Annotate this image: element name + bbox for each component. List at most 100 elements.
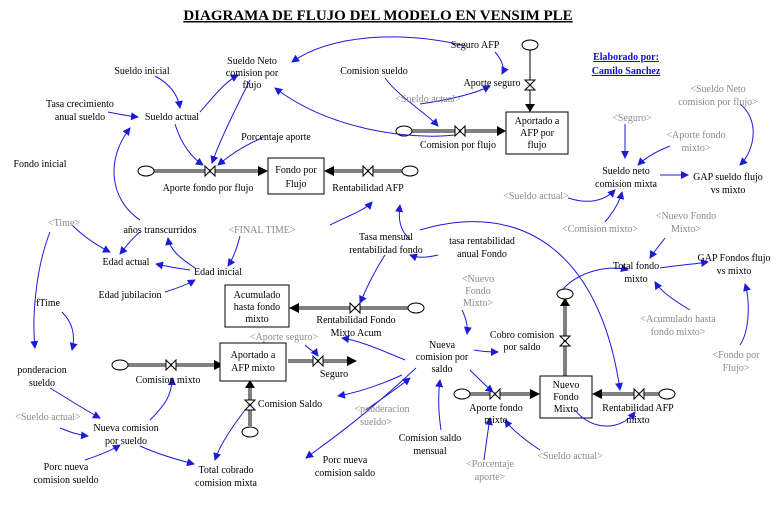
var-nueva-comision-saldo-2[interactable]: comision por xyxy=(416,352,469,363)
shadow-time[interactable]: <Time> xyxy=(48,218,80,229)
var-ponderacion-sueldo-2[interactable]: sueldo xyxy=(29,378,55,389)
shadow-aporte-fondo-mixto-2[interactable]: mixto> xyxy=(682,143,711,154)
stock-fondo-por-flujo[interactable]: Fondo por Flujo xyxy=(267,157,325,195)
var-fondo-inicial[interactable]: Fondo inicial xyxy=(13,159,66,170)
var-tasa-anual-2[interactable]: anual Fondo xyxy=(457,249,507,260)
flow-rentabilidad-fondo-mixto-1[interactable]: Rentabilidad Fondo xyxy=(316,315,395,326)
var-tasa-crecimiento-1[interactable]: Tasa crecimiento xyxy=(46,99,114,110)
var-gap-fondos-2[interactable]: vs mixto xyxy=(717,266,752,277)
var-sueldo-neto-flujo-2[interactable]: comision por xyxy=(226,68,279,79)
var-porcentaje-aporte[interactable]: Porcentaje aporte xyxy=(241,132,311,143)
var-porc-nueva-comision-saldo-1[interactable]: Porc nueva xyxy=(323,455,368,466)
stock-acumulado-fondo-mixto[interactable]: Acumulado hasta fondo mixto xyxy=(224,284,290,328)
var-nueva-comision-saldo-1[interactable]: Nueva xyxy=(429,340,456,351)
var-edad-actual[interactable]: Edad actual xyxy=(103,257,150,268)
stock-label: Nuevo xyxy=(553,380,580,391)
stock-label: AFP mixto xyxy=(231,363,275,374)
shadow-fondo-por-flujo-1[interactable]: <Fondo por xyxy=(712,350,760,361)
shadow-sueldo-actual-1[interactable]: <Sueldo actual> xyxy=(395,94,461,105)
stock-label: Acumulado xyxy=(234,290,281,301)
var-porc-nueva-comision-sueldo-2[interactable]: comision sueldo xyxy=(33,475,98,486)
shadow-ponderacion-sueldo-1[interactable]: <ponderacion xyxy=(354,404,409,415)
flow-comision-saldo[interactable]: Comision Saldo xyxy=(258,399,322,410)
shadow-nuevo-fondo-mixto-2[interactable]: Fondo xyxy=(465,286,491,297)
stock-nuevo-fondo-mixto[interactable]: Nuevo Fondo Mixto xyxy=(539,375,593,419)
var-comision-saldo-mensual-2[interactable]: mensual xyxy=(413,446,447,457)
var-seguro-afp[interactable]: Seguro AFP xyxy=(451,40,500,51)
flow-cobro-comision-1[interactable]: Cobro comision xyxy=(490,330,554,341)
flow-rentabilidad-afp[interactable]: Rentabilidad AFP xyxy=(332,183,404,194)
stock-aportado-afp-mixto[interactable]: Aportado a AFP mixto xyxy=(219,342,287,382)
stock-aportado-afp-flujo[interactable]: Aportado a AFP por flujo xyxy=(505,111,569,155)
var-comision-sueldo[interactable]: Comision sueldo xyxy=(340,66,408,77)
var-tasa-mensual-2[interactable]: rentabilidad fondo xyxy=(349,245,423,256)
shadow-nuevo-fondo-mixto-2-2[interactable]: Mixto> xyxy=(671,224,701,235)
shadow-aporte-seguro[interactable]: <Aporte seguro> xyxy=(250,332,319,343)
var-ponderacion-sueldo-1[interactable]: ponderacion xyxy=(17,365,66,376)
var-edad-inicial[interactable]: Edad inicial xyxy=(194,267,242,278)
flow-comision-mixto[interactable]: Comision mixto xyxy=(136,375,201,386)
shadow-porcentaje-aporte-1[interactable]: <Porcentaje xyxy=(466,459,514,470)
diagram-title: DIAGRAMA DE FLUJO DEL MODELO EN VENSIM P… xyxy=(183,8,572,24)
var-tasa-crecimiento-2[interactable]: anual sueldo xyxy=(55,112,105,123)
var-gap-sueldo-1[interactable]: GAP sueldo flujo xyxy=(693,172,763,183)
var-tasa-anual-1[interactable]: tasa rentabilidad xyxy=(449,236,515,247)
flow-rentabilidad-afp-mixto-1[interactable]: Rentabilidad AFP xyxy=(602,403,674,414)
var-tasa-mensual-1[interactable]: Tasa mensual xyxy=(359,232,413,243)
shadow-fondo-por-flujo-2[interactable]: Flujo> xyxy=(723,363,750,374)
var-gap-sueldo-2[interactable]: vs mixto xyxy=(711,185,746,196)
shadow-sueldo-neto-flujo-1[interactable]: <Sueldo Neto xyxy=(690,84,745,95)
stock-label: Fondo xyxy=(553,392,579,403)
var-nueva-comision-saldo-3[interactable]: saldo xyxy=(431,364,452,375)
shadow-final-time[interactable]: <FINAL TIME> xyxy=(228,225,295,236)
shadow-comision-mixto[interactable]: <Comision mixto> xyxy=(562,224,638,235)
shadow-sueldo-actual-4[interactable]: <Sueldo actual> xyxy=(537,451,603,462)
var-sueldo-neto-mixta-1[interactable]: Sueldo neto xyxy=(602,166,650,177)
var-total-fondo-mixto-1[interactable]: Total fondo xyxy=(613,261,659,272)
var-edad-jubilacion[interactable]: Edad jubilacion xyxy=(98,290,161,301)
var-comision-saldo-mensual-1[interactable]: Comision saldo xyxy=(399,433,462,444)
var-nueva-comision-sueldo-1[interactable]: Nueva comision xyxy=(93,423,158,434)
shadow-sueldo-actual-2[interactable]: <Sueldo actual> xyxy=(15,412,81,423)
flow-rentabilidad-fondo-mixto-2[interactable]: Mixto Acum xyxy=(331,328,382,339)
flow-cobro-comision-2[interactable]: por saldo xyxy=(504,342,541,353)
var-total-cobrado-2[interactable]: comision mixta xyxy=(195,478,258,489)
stock-label: Flujo xyxy=(285,179,306,190)
shadow-nuevo-fondo-mixto-1[interactable]: <Nuevo xyxy=(462,274,494,285)
shadow-acumulado-1[interactable]: <Acumulado hasta xyxy=(640,314,716,325)
var-porc-nueva-comision-saldo-2[interactable]: comision saldo xyxy=(315,468,375,479)
causal-links xyxy=(30,36,754,467)
var-anos-transcurridos[interactable]: años transcurridos xyxy=(123,225,196,236)
stock-label: Fondo por xyxy=(275,165,317,176)
shadow-sueldo-actual-3[interactable]: <Sueldo actual> xyxy=(503,191,569,202)
flow-aporte-fondo-por-flujo[interactable]: Aporte fondo por flujo xyxy=(163,183,254,194)
var-ftime[interactable]: fTime xyxy=(36,298,61,309)
var-sueldo-neto-flujo-1[interactable]: Sueldo Neto xyxy=(227,56,277,67)
flow-aporte-fondo-mixto-1[interactable]: Aporte fondo xyxy=(469,403,523,414)
flow-comision-por-flujo[interactable]: Comision por flujo xyxy=(420,140,496,151)
var-gap-fondos-1[interactable]: GAP Fondos flujo xyxy=(698,253,771,264)
shadow-nuevo-fondo-mixto-3[interactable]: Mixto> xyxy=(463,298,493,309)
stock-label: flujo xyxy=(528,140,547,151)
credit-line-2: Camilo Sanchez xyxy=(592,66,661,77)
shadow-nuevo-fondo-mixto-2-1[interactable]: <Nuevo Fondo xyxy=(656,211,716,222)
var-sueldo-inicial[interactable]: Sueldo inicial xyxy=(114,66,169,77)
shadow-aporte-fondo-mixto-1[interactable]: <Aporte fondo xyxy=(666,130,725,141)
var-nueva-comision-sueldo-2[interactable]: por sueldo xyxy=(105,436,147,447)
shadow-ponderacion-sueldo-2[interactable]: sueldo> xyxy=(360,417,392,428)
var-sueldo-actual[interactable]: Sueldo actual xyxy=(145,112,199,123)
shadow-porcentaje-aporte-2[interactable]: aporte> xyxy=(475,472,506,483)
var-aporte-seguro[interactable]: Aporte seguro xyxy=(464,78,521,89)
flow-aporte-fondo-mixto-2[interactable]: mixto xyxy=(484,415,507,426)
var-porc-nueva-comision-sueldo-1[interactable]: Porc nueva xyxy=(44,462,89,473)
var-total-cobrado-1[interactable]: Total cobrado xyxy=(198,465,253,476)
shadow-seguro[interactable]: <Seguro> xyxy=(612,113,652,124)
flow-rentabilidad-afp-mixto-2[interactable]: mixto xyxy=(626,415,649,426)
var-sueldo-neto-mixta-2[interactable]: comision mixta xyxy=(595,179,658,190)
var-total-fondo-mixto-2[interactable]: mixto xyxy=(624,274,647,285)
var-sueldo-neto-flujo-3[interactable]: flujo xyxy=(243,80,262,91)
flow-seguro[interactable]: Seguro xyxy=(320,369,348,380)
stock-label: mixto xyxy=(245,314,268,325)
shadow-acumulado-2[interactable]: fondo mixto> xyxy=(651,327,706,338)
shadow-sueldo-neto-flujo-2[interactable]: comision por flujo> xyxy=(678,97,758,108)
